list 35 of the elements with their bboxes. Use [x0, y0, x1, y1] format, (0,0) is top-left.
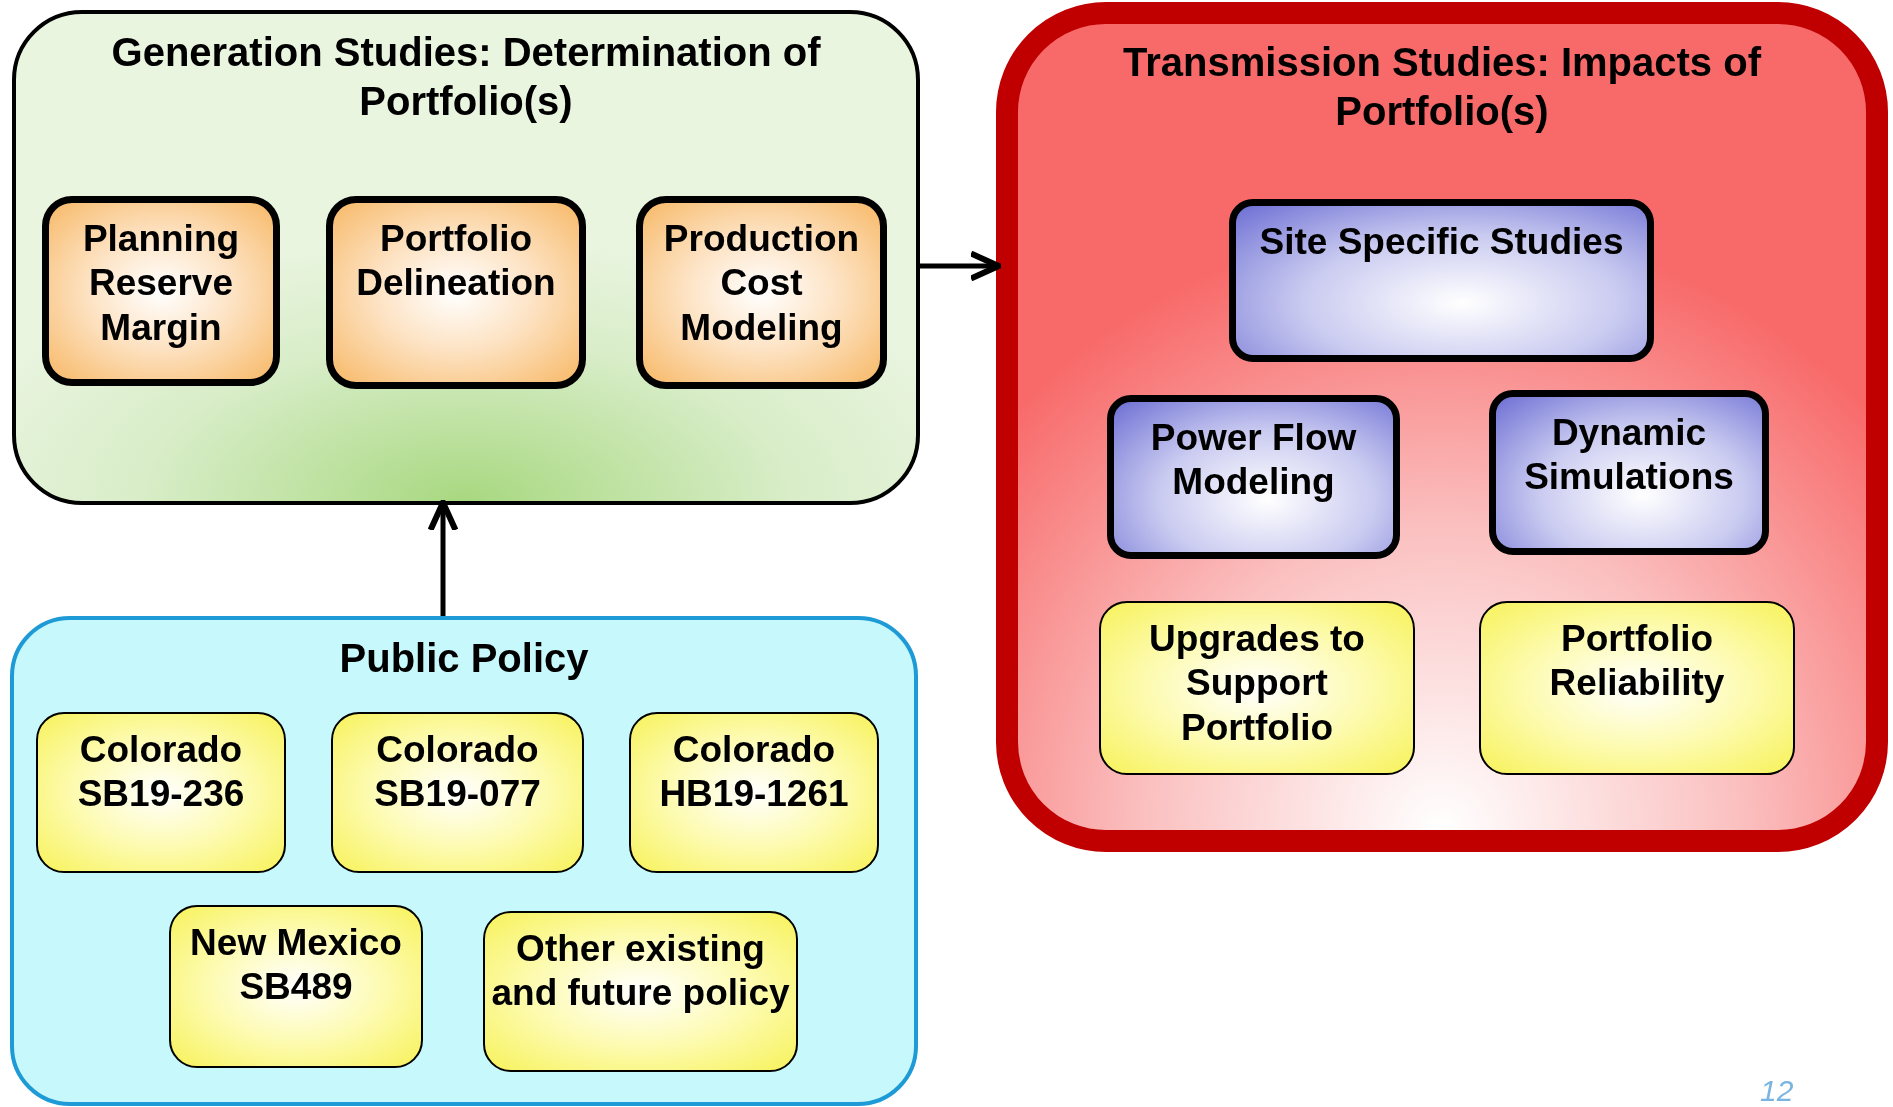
process-box [1099, 601, 1415, 775]
process-box [169, 905, 423, 1068]
group-panel [12, 10, 920, 505]
box-label: Power Flow Modeling [1149, 416, 1358, 505]
box-label: Portfolio Delineation [355, 217, 557, 306]
group-title: Transmission Studies: Impacts of Portfolio(s) [1122, 39, 1763, 135]
group-panel [996, 2, 1888, 852]
box-label: Site Specific Studies [1258, 220, 1625, 264]
process-box [326, 196, 586, 389]
box-label: Colorado SB19-236 [76, 728, 246, 817]
process-box [1107, 395, 1400, 559]
process-box [36, 712, 286, 873]
process-box [1489, 390, 1769, 555]
box-label: Dynamic Simulations [1523, 411, 1735, 500]
process-box [1229, 199, 1654, 362]
process-box [42, 196, 280, 386]
group-panel [10, 616, 918, 1106]
process-box [331, 712, 584, 873]
arrow [920, 250, 1002, 282]
process-box [636, 196, 887, 389]
box-label: New Mexico SB489 [189, 921, 403, 1010]
group-title: Generation Studies: Determination of Portfolio(s) [110, 29, 822, 125]
arrow [427, 499, 459, 616]
box-label: Colorado SB19-077 [373, 728, 542, 817]
page-number: 12 [1760, 1074, 1794, 1107]
process-box [1479, 601, 1795, 775]
process-box [629, 712, 879, 873]
process-box [483, 911, 798, 1072]
box-label: Planning Reserve Margin [81, 217, 241, 350]
box-label: Upgrades to Support Portfolio [1148, 617, 1366, 750]
box-label: Colorado HB19-1261 [658, 728, 850, 817]
group-title: Public Policy [338, 635, 590, 682]
box-label: Production Cost Modeling [662, 217, 861, 350]
box-label: Other existing and future policy [490, 927, 791, 1016]
box-label: Portfolio Reliability [1548, 617, 1726, 706]
